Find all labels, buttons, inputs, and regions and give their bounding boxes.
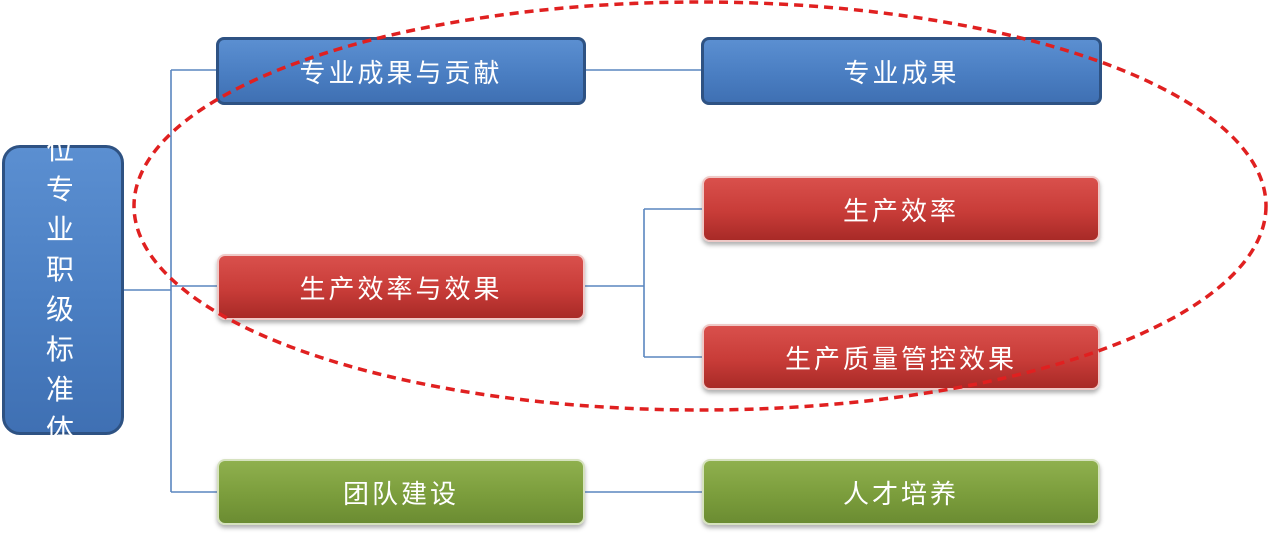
node-professional-results: 专业成果 — [701, 37, 1102, 105]
node-talent-cultivation: 人才培养 — [702, 459, 1100, 525]
node-label: 人才培养 — [842, 479, 959, 510]
node-team-building: 团队建设 — [217, 459, 585, 525]
node-production-efficiency: 生产效率 — [702, 176, 1100, 242]
root-node: 岗位专业职级标准体系 — [2, 93, 124, 486]
node-label: 团队建设 — [342, 479, 459, 510]
root-label: 岗位专业职级标准体系 — [45, 93, 80, 486]
node-professional-achievement: 专业成果与贡献 — [216, 37, 586, 105]
node-production-efficiency-effect: 生产效率与效果 — [217, 254, 585, 320]
node-label: 专业成果与贡献 — [299, 58, 503, 89]
node-label: 生产效率与效果 — [299, 274, 503, 305]
node-label: 生产质量管控效果 — [784, 344, 1017, 375]
node-label: 生产效率 — [842, 196, 959, 227]
node-production-quality-control: 生产质量管控效果 — [702, 324, 1100, 390]
node-label: 专业成果 — [843, 58, 960, 89]
